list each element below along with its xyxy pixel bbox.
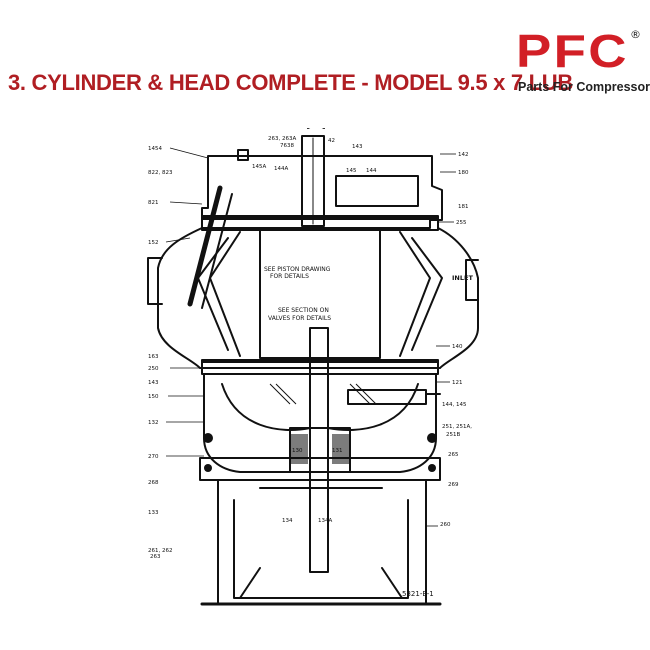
callout: 263, 263A	[268, 136, 296, 142]
callout: 250	[148, 366, 159, 372]
callout: 131	[332, 448, 343, 454]
callout: 121	[452, 380, 463, 386]
callout: 265	[448, 452, 459, 458]
piston-note-line1: SEE PISTON DRAWING	[264, 266, 331, 273]
drawing-number: 5321-E-1	[402, 590, 434, 598]
callout: 143	[148, 380, 159, 386]
callout: 270	[148, 454, 159, 460]
callout: 150	[148, 394, 159, 400]
callout: 144A	[274, 166, 288, 172]
callout: 1454	[148, 146, 162, 152]
callout: 144, 145	[442, 402, 467, 408]
callout: 822, 823	[148, 170, 173, 176]
callout: 134	[282, 518, 293, 524]
callout: 42	[328, 138, 335, 144]
callout: 143	[352, 144, 363, 150]
callout: 261, 262	[148, 548, 173, 554]
valves-note-line2: VALVES FOR DETAILS	[268, 315, 331, 322]
callout: 251B	[446, 432, 460, 438]
callout: 180	[458, 170, 469, 176]
callout: 144	[366, 168, 377, 174]
callout: 251, 251A,	[442, 424, 472, 430]
callout: 142	[458, 152, 469, 158]
callout: 821	[148, 200, 159, 206]
callout: 268	[148, 480, 159, 486]
callout: 140	[452, 344, 463, 350]
callout: 255	[456, 220, 467, 226]
piston-note-line2: FOR DETAILS	[270, 273, 309, 280]
callout: 181	[458, 204, 469, 210]
callout: 152	[148, 240, 159, 246]
pfc-logo: PFC ® Parts For Compressor	[516, 25, 650, 100]
callout: 133	[148, 510, 159, 516]
callout: 130	[292, 448, 303, 454]
callout: 263	[150, 554, 161, 560]
callout: 7638	[280, 143, 294, 149]
inlet-label: INLET	[452, 274, 473, 282]
callout: 163	[148, 354, 159, 360]
callout: 145A	[252, 164, 266, 170]
valves-note-line1: SEE SECTION ON	[278, 307, 329, 314]
cylinder-head-diagram: SEE PISTON DRAWING FOR DETAILS SEE SECTI…	[140, 128, 480, 620]
callout: 132	[148, 420, 159, 426]
registered-mark: ®	[630, 28, 641, 41]
page-title: 3. CYLINDER & HEAD COMPLETE - MODEL 9.5 …	[8, 70, 573, 95]
callout: 260	[440, 522, 451, 528]
callout: 269	[448, 482, 459, 488]
logo-mark: PFC	[516, 25, 629, 77]
callout: 145	[346, 168, 357, 174]
logo-tagline: Parts For Compressor	[518, 80, 650, 94]
callout: 134A	[318, 518, 332, 524]
